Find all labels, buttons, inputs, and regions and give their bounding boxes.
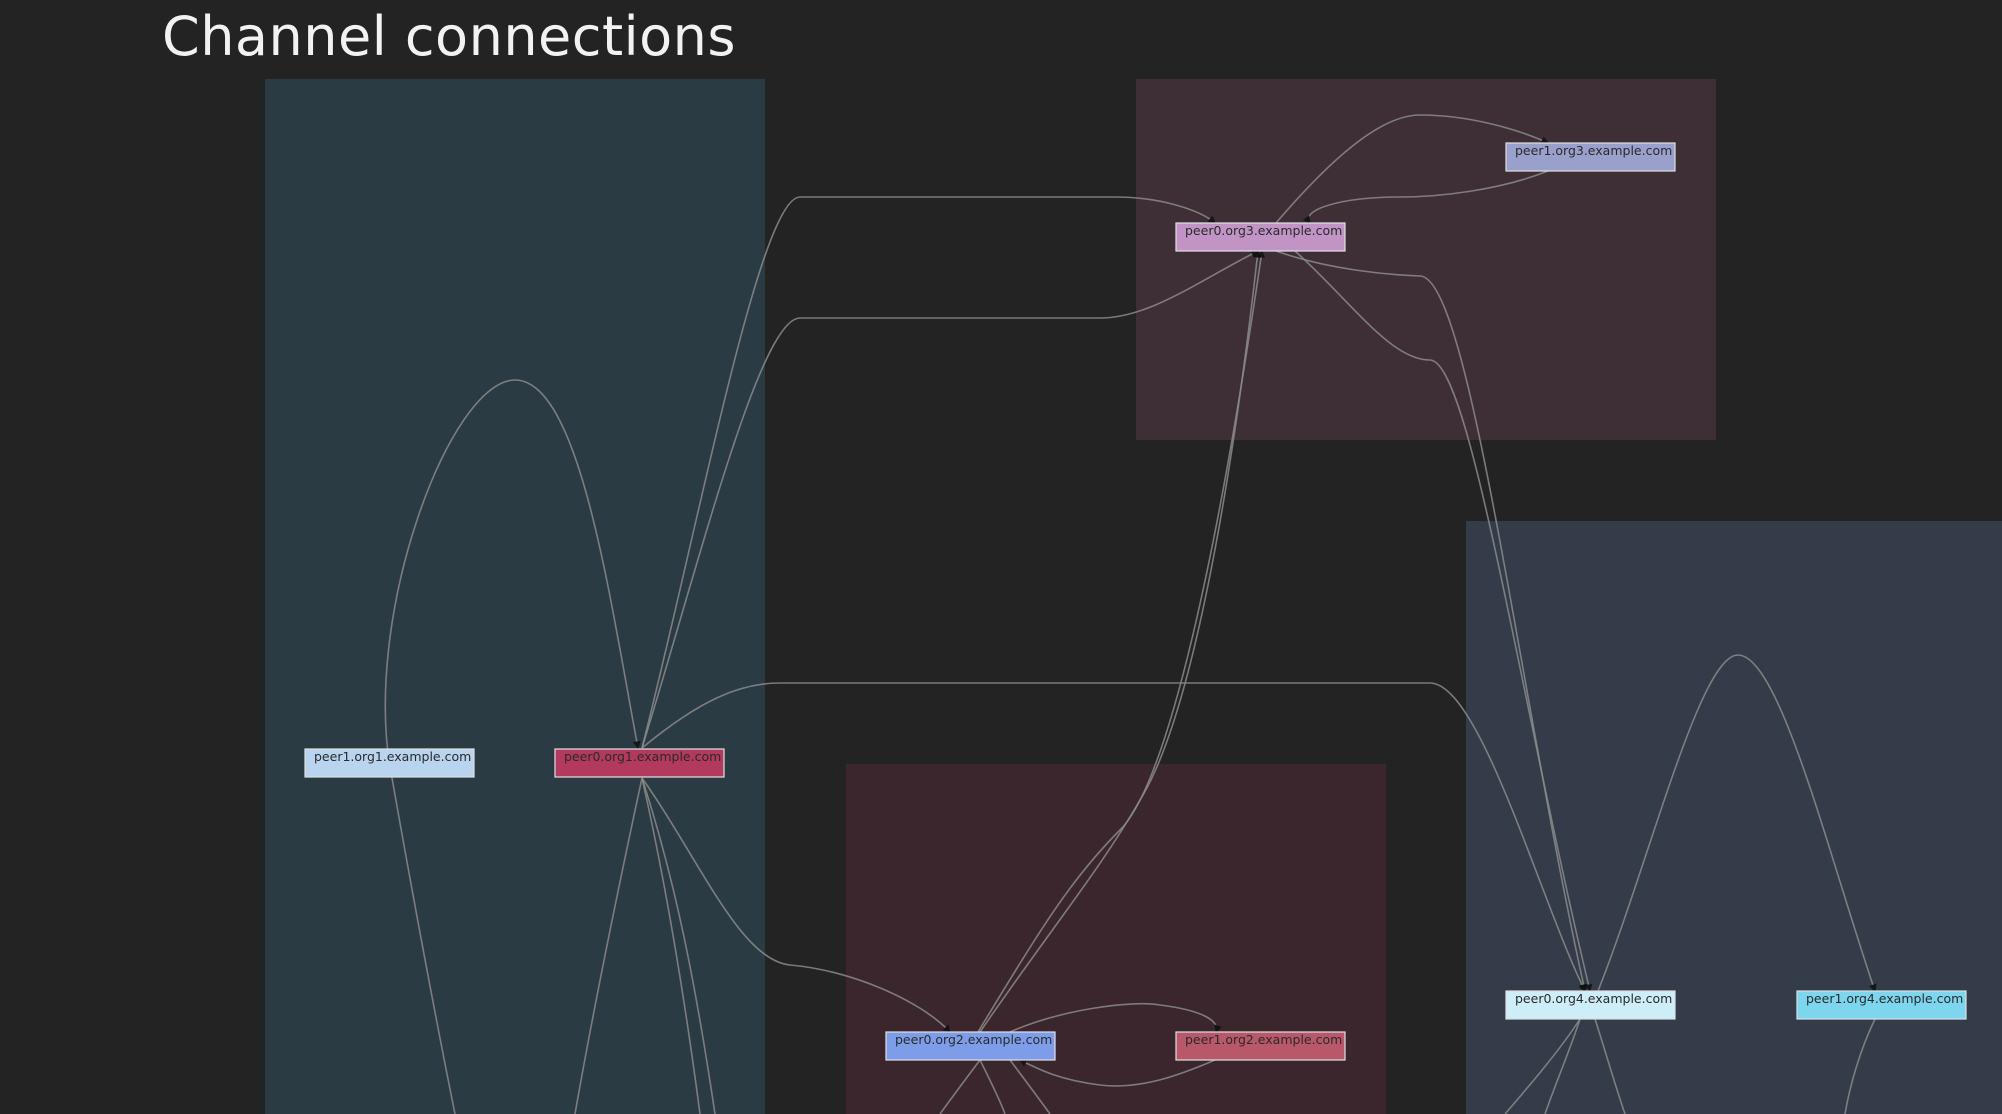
node-box — [1505, 990, 1676, 1020]
edge-offscreen — [574, 777, 643, 1114]
node-label: peer1.org2.example.com — [1185, 1032, 1342, 1047]
node-peer0.org1[interactable]: peer0.org1.example.com — [554, 748, 725, 778]
edge-offscreen — [1594, 1018, 1626, 1114]
edge-peer0.org1-to-peer0.org3 — [641, 196, 1217, 749]
edge-offscreen — [641, 777, 716, 1114]
node-box — [1175, 222, 1346, 252]
edge-offscreen — [641, 777, 701, 1114]
node-label: peer1.org1.example.com — [314, 749, 471, 764]
group-org4 — [1466, 521, 2002, 1114]
page-title: Channel connections — [162, 5, 737, 68]
node-label: peer0.org4.example.com — [1515, 991, 1672, 1006]
edge-peer1.org2-to-peer0.org2 — [1018, 1059, 1216, 1087]
edge-peer0.org3-to-peer0.org4 — [1294, 250, 1593, 993]
group-org2 — [846, 764, 1386, 1114]
node-peer1.org1[interactable]: peer1.org1.example.com — [304, 748, 475, 778]
edge-offscreen — [391, 777, 456, 1114]
edge-peer0.org3-to-peer1.org3 — [1275, 114, 1550, 224]
edge-offscreen — [1544, 1018, 1581, 1114]
edge-peer0.org2-to-peer0.org3 — [979, 249, 1262, 1033]
node-peer0.org3[interactable]: peer0.org3.example.com — [1175, 222, 1346, 252]
edge-peer1.org1-to-peer0.org1 — [384, 379, 641, 779]
group-org1 — [265, 79, 765, 1114]
node-box — [1175, 1031, 1346, 1061]
edge-offscreen — [1844, 1018, 1876, 1114]
node-box — [1796, 990, 1967, 1020]
edge-peer0.org2-to-peer1.org2 — [1009, 1002, 1222, 1034]
node-peer1.org4[interactable]: peer1.org4.example.com — [1796, 990, 1967, 1020]
edge-peer0.org4-to-peer1.org4 — [1597, 654, 1877, 993]
node-peer1.org3[interactable]: peer1.org3.example.com — [1505, 142, 1676, 172]
edge-peer1.org3-to-peer0.org3 — [1302, 170, 1549, 225]
edge-offscreen — [939, 1059, 981, 1114]
edge-peer0.org1-to-peer0.org2 — [641, 777, 951, 1033]
node-box — [1505, 142, 1676, 172]
edge-peer0.org1-to-peer0.org4 — [641, 682, 1586, 993]
node-box — [554, 748, 725, 778]
edge-peer0.org1-to-peer0.org3 — [641, 250, 1260, 749]
node-label: peer1.org3.example.com — [1515, 143, 1672, 158]
edge-offscreen — [1504, 1018, 1581, 1114]
node-box — [304, 748, 475, 778]
group-org3 — [1136, 79, 1716, 440]
edge-offscreen — [1009, 1059, 1051, 1114]
node-peer1.org2[interactable]: peer1.org2.example.com — [1175, 1031, 1346, 1061]
node-label: peer0.org3.example.com — [1185, 223, 1342, 238]
edge-offscreen — [979, 1059, 1006, 1114]
node-label: peer0.org2.example.com — [895, 1032, 1052, 1047]
node-label: peer1.org4.example.com — [1806, 991, 1963, 1006]
node-peer0.org4[interactable]: peer0.org4.example.com — [1505, 990, 1676, 1020]
node-box — [885, 1031, 1056, 1061]
node-peer0.org2[interactable]: peer0.org2.example.com — [885, 1031, 1056, 1061]
node-label: peer0.org1.example.com — [564, 749, 721, 764]
edge-peer0.org2-to-peer0.org3 — [977, 249, 1265, 1033]
